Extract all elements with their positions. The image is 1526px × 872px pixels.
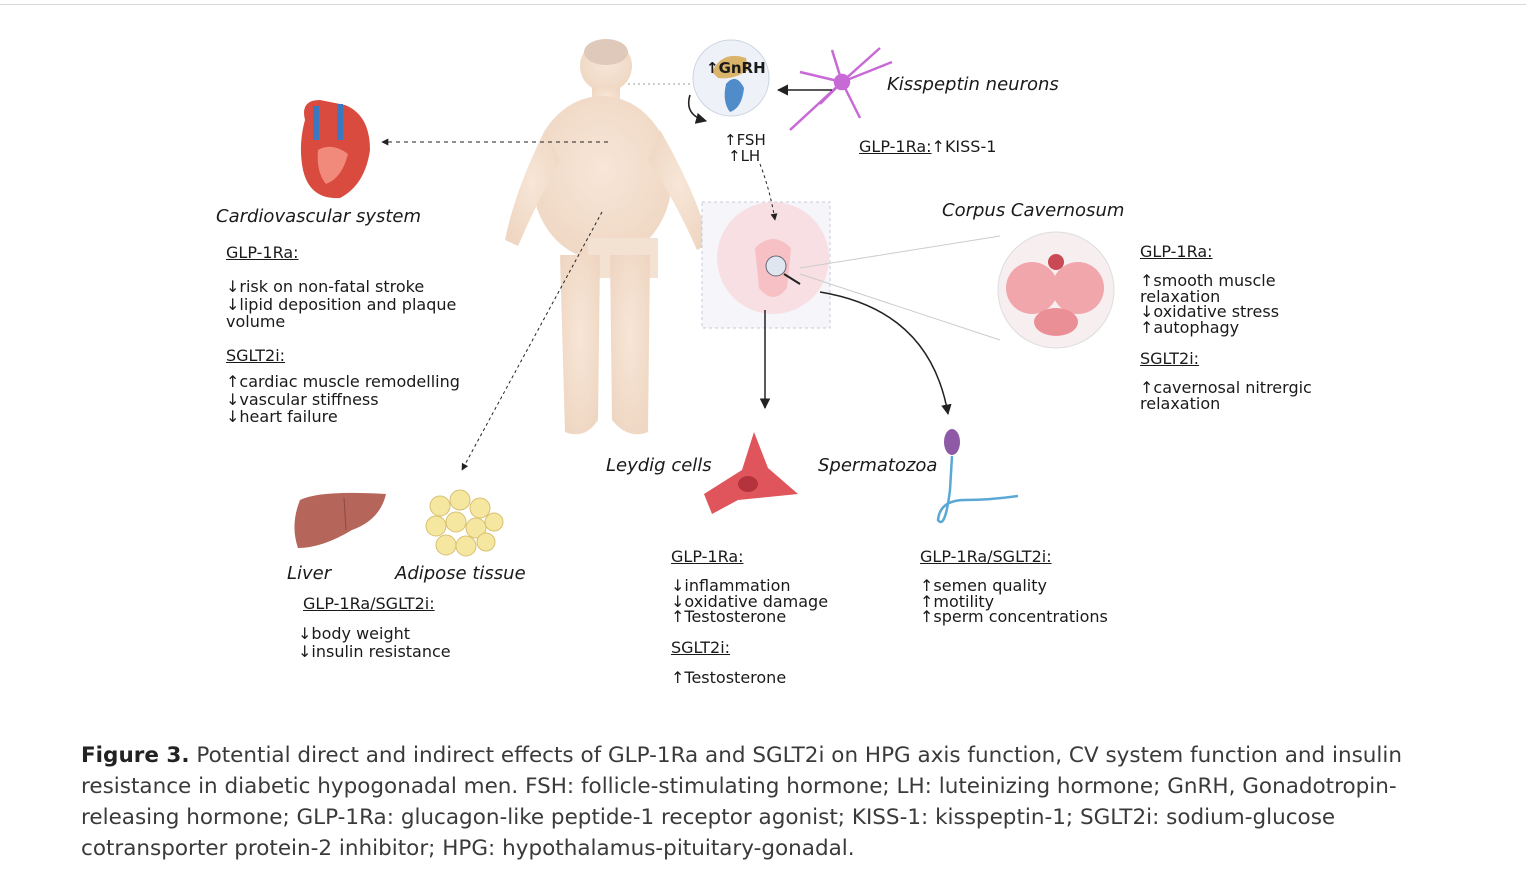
corpus-cavernosum-icon [997,231,1115,349]
list-item: ↑cardiac muscle remodelling [226,372,460,391]
cardio-sglt-list: ↑cardiac muscle remodelling ↓vascular st… [226,373,460,426]
corpus-glp-heading: GLP-1Ra: [1140,242,1213,261]
list-item: ↓oxidative damage [671,591,829,611]
spermatozoa-title: Spermatozoa [818,455,938,476]
fsh-label: ↑FSH [724,131,766,149]
corpus-title: Corpus Cavernosum [942,200,1125,221]
pelvis-icon [717,202,829,314]
list-item: ↓heart failure [226,407,338,426]
figure-diagram [294,39,1115,557]
leydig-glp-list: ↓inflammation ↓oxidative damage ↑Testost… [671,578,828,625]
list-item: ↑Testosterone [671,607,787,626]
liver-title: Liver [287,563,332,584]
kisspeptin-glp-heading: GLP-1Ra: [859,137,932,156]
gnrh-label: ↑GnRH [706,59,766,77]
adipose-tissue-icon [425,489,504,557]
leydig-cell-icon [704,432,798,514]
kisspeptin-effect-text: ↑KISS-1 [931,137,997,156]
leydig-sglt-list: ↑Testosterone [671,669,786,687]
leydig-glp-heading: GLP-1Ra: [671,547,744,566]
list-item: ↑Testosterone [671,668,787,687]
leydig-sglt-heading: SGLT2i: [671,638,731,657]
heart-icon [300,100,370,199]
list-item: ↓inflammation [671,576,791,595]
corpus-sglt-heading: SGLT2i: [1140,349,1200,368]
list-item: ↑smooth muscle [1140,271,1276,290]
cardio-glp-heading: GLP-1Ra: [226,243,299,262]
adipose-title: Adipose tissue [395,563,526,584]
list-item: relaxation [1140,393,1221,413]
list-item: ↓lipid deposition and plaque [226,294,457,314]
list-item: ↑sperm concentrations [920,607,1108,626]
sperm-heading: GLP-1Ra/SGLT2i: [920,547,1052,566]
sperm-list: ↑semen quality ↑motility ↑sperm concentr… [920,578,1108,625]
kisspeptin-neuron-icon [789,47,893,131]
list-item: ↑semen quality [920,576,1047,595]
top-divider [0,4,1526,5]
liver-icon [294,492,386,548]
figure-caption-label: Figure 3. [81,743,190,768]
corpus-glp-list: ↑smooth muscle relaxation ↓oxidative str… [1140,273,1279,335]
hypothalamus-pituitary-icon [687,39,770,124]
figure-caption: Figure 3. Potential direct and indirect … [81,740,1461,864]
leydig-title: Leydig cells [606,455,712,476]
liver-heading: GLP-1Ra/SGLT2i: [303,594,435,613]
list-item: ↓vascular stiffness [226,389,379,409]
list-item: volume [226,312,286,331]
kisspeptin-effect: GLP-1Ra:↑KISS-1 [859,138,996,155]
figure-caption-text: Potential direct and indirect effects of… [81,743,1402,861]
list-item: ↑autophagy [1140,317,1240,337]
cardio-glp-list: ↓risk on non-fatal stroke ↓lipid deposit… [226,278,456,331]
list-item: ↓risk on non-fatal stroke [226,277,425,296]
cardiovascular-title: Cardiovascular system [216,206,422,227]
liver-list: ↓body weight ↓insulin resistance [298,625,451,660]
cardio-sglt-heading: SGLT2i: [226,346,286,365]
list-item: ↓oxidative stress [1140,302,1280,321]
list-item: relaxation [1140,286,1221,306]
spermatozoon-icon [936,429,1019,524]
lh-label: ↑LH [728,147,761,165]
list-item: ↑cavernosal nitrergic [1140,378,1312,397]
kisspeptin-title: Kisspeptin neurons [887,74,1059,95]
corpus-sglt-list: ↑cavernosal nitrergic relaxation [1140,380,1312,411]
list-item: ↓insulin resistance [298,641,451,661]
list-item: ↓body weight [298,624,411,643]
human-body-illustration [505,39,710,435]
list-item: ↑motility [920,591,995,611]
